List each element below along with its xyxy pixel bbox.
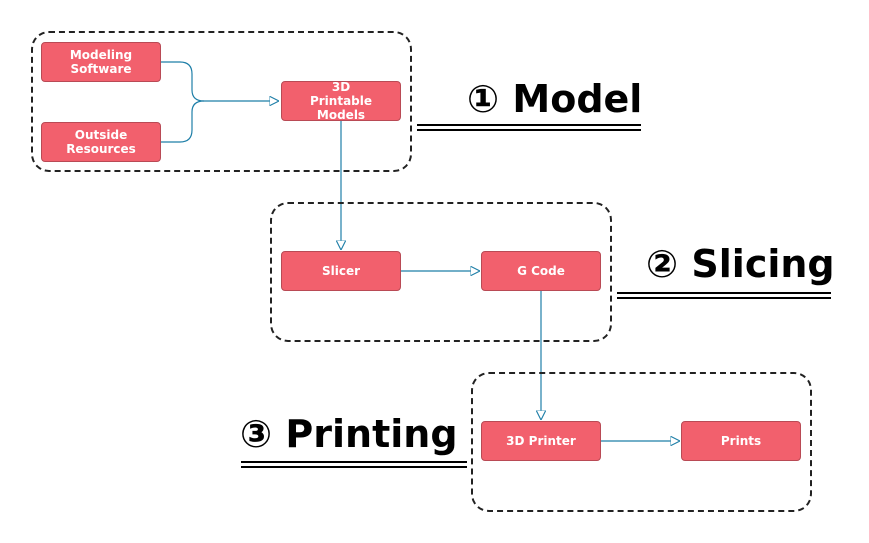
node-3d-printable-models[interactable]: 3D Printable Models (281, 80, 401, 122)
node-g-code[interactable]: G Code (481, 251, 601, 291)
stage-underline-model (417, 124, 641, 131)
stage-title-printing: ③ Printing (240, 412, 458, 456)
node-prints[interactable]: Prints (681, 421, 801, 461)
node-slicer[interactable]: Slicer (281, 251, 401, 291)
stage-underline-printing (241, 461, 467, 468)
stage-underline-slicing (617, 292, 831, 299)
node-modeling-software[interactable]: Modeling Software (41, 42, 161, 82)
group-printing (471, 372, 812, 512)
node-3d-printer[interactable]: 3D Printer (481, 421, 601, 461)
stage-title-slicing: ② Slicing (646, 242, 835, 286)
connector-outside-to-models (160, 100, 205, 143)
node-outside-resources[interactable]: Outside Resources (41, 122, 161, 162)
group-model (31, 31, 412, 172)
connector-modeling-to-models (160, 61, 278, 101)
stage-title-model: ① Model (467, 77, 643, 121)
group-slicing (270, 202, 612, 342)
